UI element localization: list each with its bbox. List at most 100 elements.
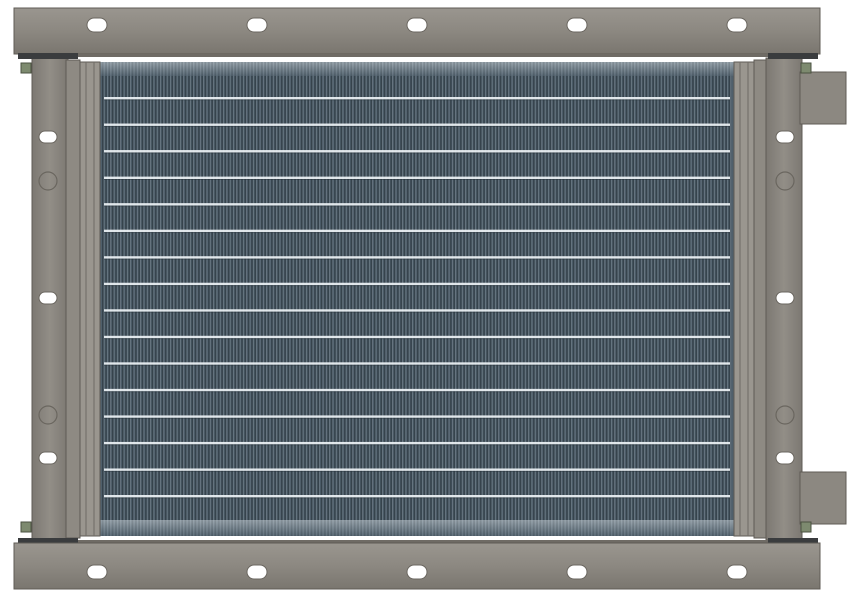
tube-shadow — [104, 497, 730, 499]
fin-highlight — [193, 62, 194, 536]
fin-highlight — [233, 62, 234, 536]
fin — [350, 62, 353, 536]
fin — [625, 62, 628, 536]
fin-bottom-edge — [100, 520, 734, 536]
fin-highlight — [554, 62, 556, 536]
fin-highlight — [717, 62, 718, 536]
rail-slot — [566, 17, 588, 33]
fin — [334, 62, 336, 536]
tube-row — [104, 362, 730, 365]
fin — [294, 62, 296, 536]
fin-highlight — [627, 62, 629, 536]
fin — [370, 62, 373, 536]
fin — [615, 62, 618, 536]
fin-highlight — [577, 62, 579, 536]
top-rail-lip — [78, 54, 768, 57]
fin-highlight — [408, 62, 410, 536]
left-mounting-holes — [38, 130, 58, 465]
fin-highlight — [422, 62, 423, 536]
fin-highlight — [352, 62, 354, 536]
fin — [244, 62, 247, 536]
fin — [456, 62, 459, 536]
fin-highlight — [538, 62, 539, 536]
rail-slot — [726, 564, 748, 580]
tube-shadow — [104, 152, 730, 154]
fin — [397, 62, 399, 536]
fin — [589, 62, 591, 536]
tube-row — [104, 309, 730, 312]
fin-highlight — [461, 62, 463, 536]
fin-highlight — [448, 62, 450, 536]
fin-highlight — [130, 62, 131, 536]
fin-highlight — [183, 62, 184, 536]
fin — [473, 62, 475, 536]
fin-highlight — [150, 62, 151, 536]
fin — [436, 62, 439, 536]
fin — [629, 62, 631, 536]
fin — [523, 62, 525, 536]
fin-highlight — [591, 62, 592, 536]
fin-highlight — [219, 62, 221, 536]
fin — [121, 62, 124, 536]
fin — [586, 62, 588, 536]
fin — [556, 62, 558, 536]
fin-highlight — [309, 62, 310, 536]
tube-row — [104, 176, 730, 179]
bottom-gasket — [768, 538, 818, 544]
fin — [310, 62, 313, 536]
fin — [466, 62, 469, 536]
fin-highlight — [107, 62, 108, 536]
rail-slot — [86, 17, 108, 33]
fin-highlight — [146, 62, 148, 536]
fin — [168, 62, 170, 536]
fin — [407, 62, 409, 536]
fin — [340, 62, 343, 536]
fin-highlight — [690, 62, 692, 536]
tube-shadow — [104, 338, 730, 340]
fin — [327, 62, 329, 536]
tube-row — [104, 495, 730, 498]
fin-highlight — [581, 62, 582, 536]
right-mounting-holes — [775, 130, 795, 465]
fin-highlight — [611, 62, 612, 536]
fin-highlight — [687, 62, 688, 536]
fin — [420, 62, 422, 536]
tube-row — [104, 282, 730, 286]
fin — [254, 62, 257, 536]
fin — [599, 62, 601, 536]
fin-highlight — [256, 62, 257, 536]
bolt — [20, 62, 32, 74]
fin-highlight — [428, 62, 430, 536]
fin — [446, 62, 449, 536]
fin-highlight — [451, 62, 453, 536]
fin — [314, 62, 316, 536]
fin-highlight — [345, 62, 347, 536]
fin — [655, 62, 658, 536]
fin-highlight — [123, 62, 125, 536]
fin — [669, 62, 671, 536]
fin — [413, 62, 416, 536]
fin — [261, 62, 263, 536]
bolt — [20, 521, 32, 533]
fin-highlight — [206, 62, 208, 536]
fin-highlight — [282, 62, 284, 536]
fin-highlight — [369, 62, 370, 536]
fin-highlight — [388, 62, 390, 536]
mounting-boss — [38, 405, 58, 425]
fin-highlight — [501, 62, 503, 536]
fin — [357, 62, 359, 536]
rail-slot — [566, 564, 588, 580]
fin-highlight — [597, 62, 599, 536]
fin-highlight — [720, 62, 722, 536]
fin-highlight — [170, 62, 171, 536]
fin — [102, 62, 104, 536]
tube-shadow — [104, 99, 730, 101]
fin — [476, 62, 479, 536]
tube-row — [104, 123, 730, 126]
fin-highlight — [375, 62, 377, 536]
fin-highlight — [607, 62, 609, 536]
fin-highlight — [229, 62, 231, 536]
fin-highlight — [667, 62, 669, 536]
top-rail — [13, 7, 821, 59]
fin — [228, 62, 230, 536]
